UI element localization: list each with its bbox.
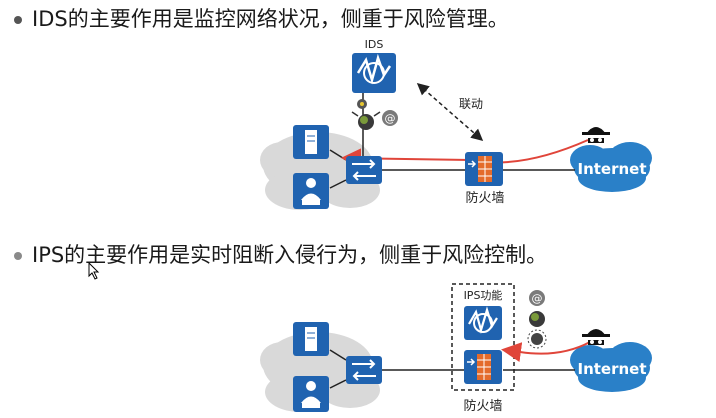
linkage-label: 联动 — [459, 97, 483, 111]
diagram-ips: Internet IPS功能 防火墙 @ — [260, 283, 652, 414]
internet-cloud — [570, 342, 652, 392]
ips-device-icon — [464, 306, 502, 340]
email-icon: @ — [382, 110, 398, 126]
link-pc — [329, 179, 347, 189]
pc-user-icon — [293, 376, 329, 412]
bullet-dot — [14, 16, 22, 24]
diagram-ids: Internet 联动 IDS @ — [260, 38, 652, 210]
link-pc — [329, 379, 347, 389]
hacker-icon — [582, 329, 610, 345]
email-icon: @ — [529, 290, 545, 306]
linkage-arrow — [416, 83, 484, 141]
mouse-cursor-icon — [88, 262, 100, 280]
server-icon — [293, 322, 329, 356]
bullet-dot — [14, 252, 22, 260]
hacker-icon — [582, 127, 610, 143]
bullet-ids-text: IDS的主要作用是监控网络状况，侧重于风险管理。 — [32, 7, 509, 31]
ids-device-icon — [352, 53, 396, 93]
internet-label: Internet — [577, 160, 646, 178]
bullet-ips-text: IPS的主要作用是实时阻断入侵行为，侧重于风险控制。 — [32, 243, 548, 267]
firewall-icon — [464, 350, 502, 384]
ips-function-box — [451, 283, 515, 391]
firewall-label: 防火墙 — [465, 190, 504, 206]
svg-text:@: @ — [385, 112, 396, 125]
bug-icon — [529, 311, 545, 327]
svg-text:@: @ — [532, 292, 543, 305]
blocked-attack-arrow — [501, 341, 591, 363]
internet-label: Internet — [577, 360, 646, 378]
ips-label: IPS功能 — [464, 288, 503, 302]
link-server — [329, 349, 347, 361]
server-icon — [293, 125, 329, 159]
bug-icon — [351, 111, 381, 130]
worm-icon — [357, 99, 367, 109]
bullet-ids: IDS的主要作用是监控网络状况，侧重于风险管理。 — [0, 6, 509, 32]
internet-cloud — [570, 142, 652, 192]
virus-icon — [527, 329, 547, 349]
switch-icon — [346, 356, 382, 384]
bullet-ips: IPS的主要作用是实时阻断入侵行为，侧重于风险控制。 — [0, 242, 547, 268]
pc-user-icon — [293, 173, 329, 209]
ids-label: IDS — [365, 38, 384, 51]
firewall-label: 防火墙 — [463, 398, 502, 414]
switch-icon — [346, 156, 382, 184]
firewall-icon — [465, 152, 503, 186]
